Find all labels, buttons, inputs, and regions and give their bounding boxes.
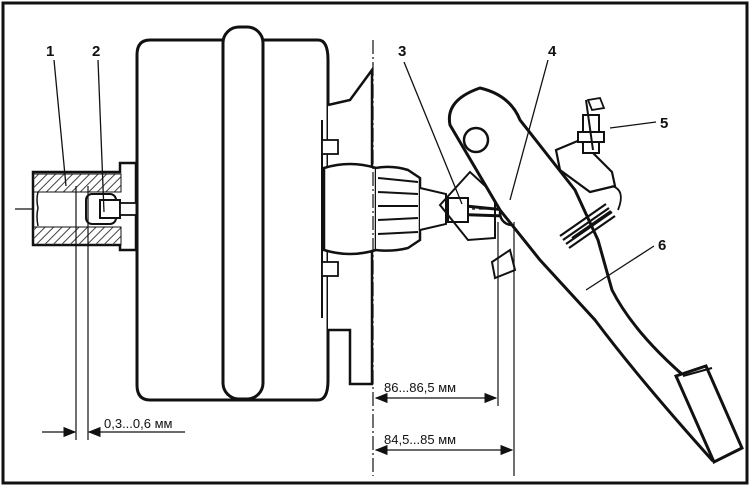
pushrod-boot [322,162,447,256]
mount-bolt-upper [321,139,339,155]
callout-4: 4 [548,43,557,60]
callout-1: 1 [46,43,54,60]
return-spring [559,203,616,249]
leader-2 [97,59,105,213]
pushrod-locknut [447,197,469,223]
pedal-pad [673,364,744,465]
master-cylinder [31,161,141,252]
pedal-pivot [462,126,490,154]
callout-2: 2 [92,43,100,60]
leader-6 [585,245,655,291]
gap-dimension-label: 0,3...0,6 мм [104,416,173,431]
leader-5 [609,121,657,129]
callout-3: 3 [398,43,406,60]
leader-4 [509,59,549,201]
upper-dimension-label: 86...86,5 мм [384,380,456,395]
vacuum-booster [135,25,374,402]
callout-5: 5 [660,115,668,132]
leader-3 [403,61,463,205]
mount-bolt-lower [321,261,339,277]
lower-dimension-label: 84,5...85 мм [384,432,456,447]
brake-pedal [447,86,744,465]
leader-1 [53,59,67,187]
stop-light-switch [554,96,622,211]
booster-clamp-ring [221,25,265,401]
callout-6: 6 [658,237,666,254]
pedal-bracket [438,170,496,242]
